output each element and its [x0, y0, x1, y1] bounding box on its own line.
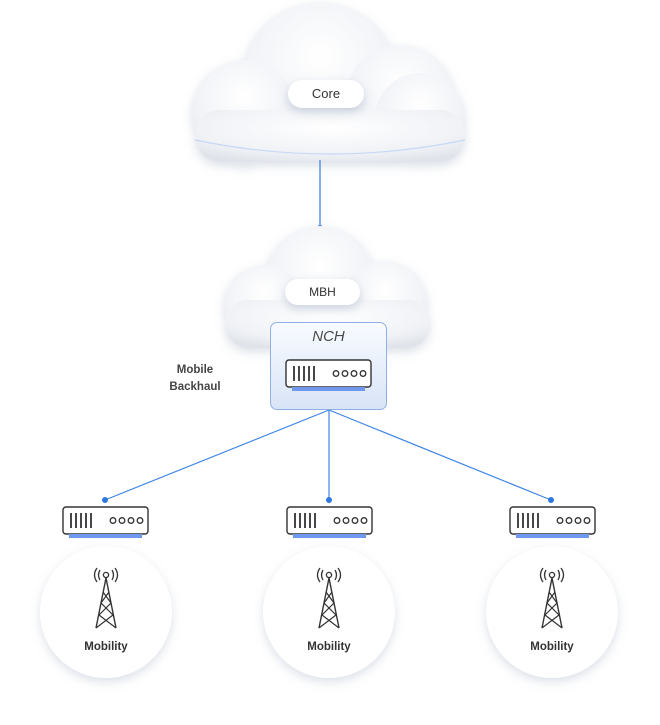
- site-3-label: Mobility: [530, 641, 574, 653]
- site-1-label: Mobility: [84, 641, 128, 653]
- site-2-device: [286, 506, 373, 539]
- mobile-backhaul-label: Mobile Backhaul: [160, 362, 230, 396]
- link-site-3-dot: [548, 497, 554, 503]
- nch-node: NCH: [270, 322, 387, 410]
- site-1-circle: [40, 546, 172, 678]
- core-label: Core: [288, 80, 364, 108]
- link-site-2-dot: [326, 497, 332, 503]
- link-site-1-dot: [102, 497, 108, 503]
- site-1-device: [62, 506, 149, 539]
- nch-device-icon: [285, 359, 372, 391]
- site-3-device: [509, 506, 596, 539]
- mbh-label: MBH: [285, 279, 360, 305]
- mobile-backhaul-line-2: Backhaul: [169, 381, 221, 393]
- link-site-3: [328, 409, 552, 501]
- site-2-circle: [263, 546, 395, 678]
- core-cloud: [192, 2, 465, 164]
- mobile-backhaul-line-1: Mobile: [176, 364, 214, 376]
- link-site-1: [104, 409, 330, 501]
- site-3-circle: [486, 546, 618, 678]
- nch-label: NCH: [312, 328, 345, 345]
- site-2-label: Mobility: [307, 641, 351, 653]
